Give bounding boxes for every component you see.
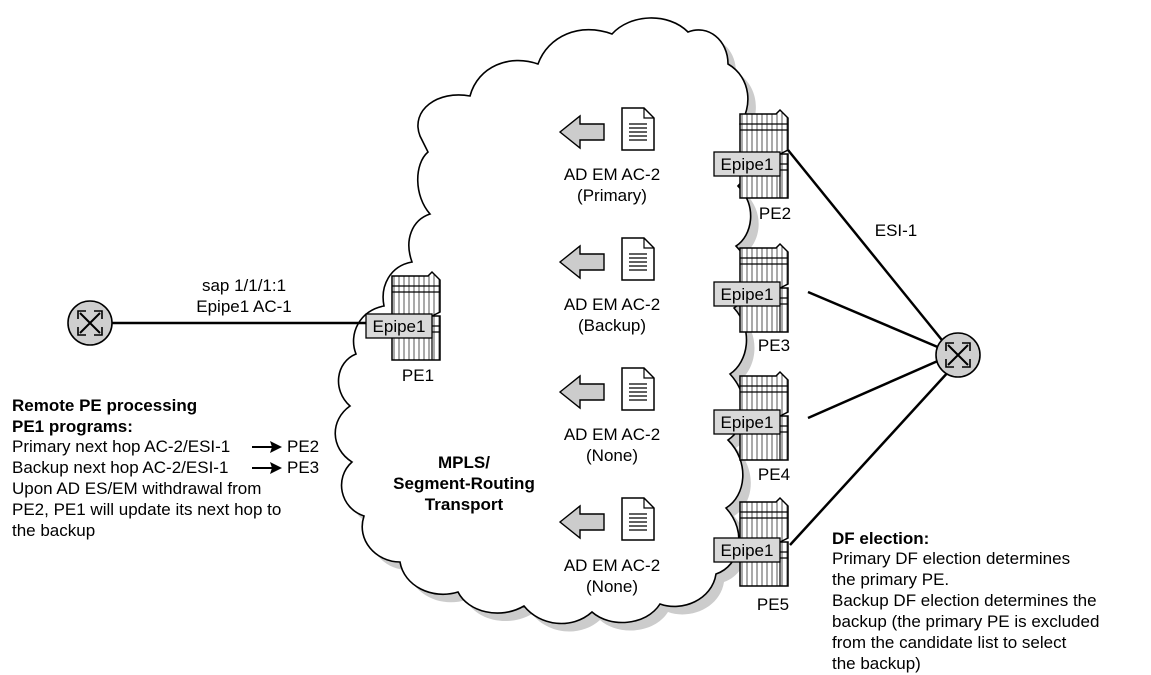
df-line-4: backup (the primary PE is excluded: [832, 612, 1099, 631]
pe4-router: Epipe1 PE4: [713, 371, 790, 484]
cloud-label-line3: Transport: [425, 495, 504, 514]
backup-next-hop-target: PE3: [287, 458, 319, 477]
epipe-ac1-label: Epipe1 AC-1: [196, 297, 291, 316]
backup-next-hop-text: Backup next hop AC-2/ESI-1: [12, 458, 228, 477]
remote-pe-line-1: Upon AD ES/EM withdrawal from: [12, 479, 261, 498]
remote-pe-line-2: PE2, PE1 will update its next hop to: [12, 500, 281, 519]
pe2-label: PE2: [759, 204, 791, 223]
pe1-label: PE1: [402, 366, 434, 385]
pe5-label: PE5: [757, 595, 789, 614]
df-election-notes: DF election: Primary DF election determi…: [832, 529, 1099, 673]
ce1-switch-icon: [67, 300, 113, 346]
df-line-6: the backup): [832, 654, 921, 673]
cloud-label-line2: Segment-Routing: [393, 474, 535, 493]
pe5-router: Epipe1 PE5: [713, 497, 789, 614]
df-line-5: from the candidate list to select: [832, 633, 1067, 652]
df-line-3: Backup DF election determines the: [832, 591, 1097, 610]
route-item-1: AD EM AC-2 (Primary): [559, 107, 660, 205]
pe3-label: PE3: [758, 336, 790, 355]
route-2-line1: AD EM AC-2: [564, 295, 660, 314]
pe3-router: Epipe1 PE3: [713, 243, 790, 355]
df-line-1: Primary DF election determines: [832, 549, 1070, 568]
sap-label: sap 1/1/1:1: [202, 276, 286, 295]
df-line-2: the primary PE.: [832, 570, 949, 589]
pe2-ce2-link: [787, 149, 951, 351]
primary-next-hop-text: Primary next hop AC-2/ESI-1: [12, 437, 230, 456]
pe4-service-label: Epipe1: [721, 413, 774, 432]
pe3-ce2-link: [807, 290, 941, 350]
route-4-line1: AD EM AC-2: [564, 556, 660, 575]
route-4-line2: (None): [586, 577, 638, 596]
route-item-3: AD EM AC-2 (None): [559, 367, 660, 465]
pe1-service-label: Epipe1: [373, 317, 426, 336]
pe1-router: Epipe1 PE1: [365, 271, 441, 385]
pe5-ce2-link: [789, 369, 951, 546]
remote-pe-title1: Remote PE processing: [12, 396, 197, 415]
ce2-switch-icon: [935, 332, 981, 378]
esi-label: ESI-1: [875, 221, 918, 240]
route-1-line2: (Primary): [577, 186, 647, 205]
route-item-2: AD EM AC-2 (Backup): [559, 237, 660, 335]
primary-next-hop-target: PE2: [287, 437, 319, 456]
route-3-line2: (None): [586, 446, 638, 465]
mpls-cloud: [334, 17, 752, 625]
pe5-service-label: Epipe1: [721, 541, 774, 560]
route-3-line1: AD EM AC-2: [564, 425, 660, 444]
pe2-router: Epipe1 PE2: [713, 109, 791, 223]
pe3-service-label: Epipe1: [721, 285, 774, 304]
pe4-label: PE4: [758, 465, 790, 484]
pe4-ce2-link: [807, 358, 941, 420]
remote-pe-title2: PE1 programs:: [12, 417, 133, 436]
remote-pe-line-3: the backup: [12, 521, 95, 540]
pe2-service-label: Epipe1: [721, 155, 774, 174]
route-1-line1: AD EM AC-2: [564, 165, 660, 184]
remote-pe-notes: Remote PE processing PE1 programs: Prima…: [12, 396, 319, 540]
primary-arrow-icon: [252, 441, 282, 453]
route-2-line2: (Backup): [578, 316, 646, 335]
df-election-title: DF election:: [832, 529, 929, 548]
cloud-label-line1: MPLS/: [438, 453, 490, 472]
backup-arrow-icon: [252, 462, 282, 474]
route-item-4: AD EM AC-2 (None): [559, 497, 660, 596]
